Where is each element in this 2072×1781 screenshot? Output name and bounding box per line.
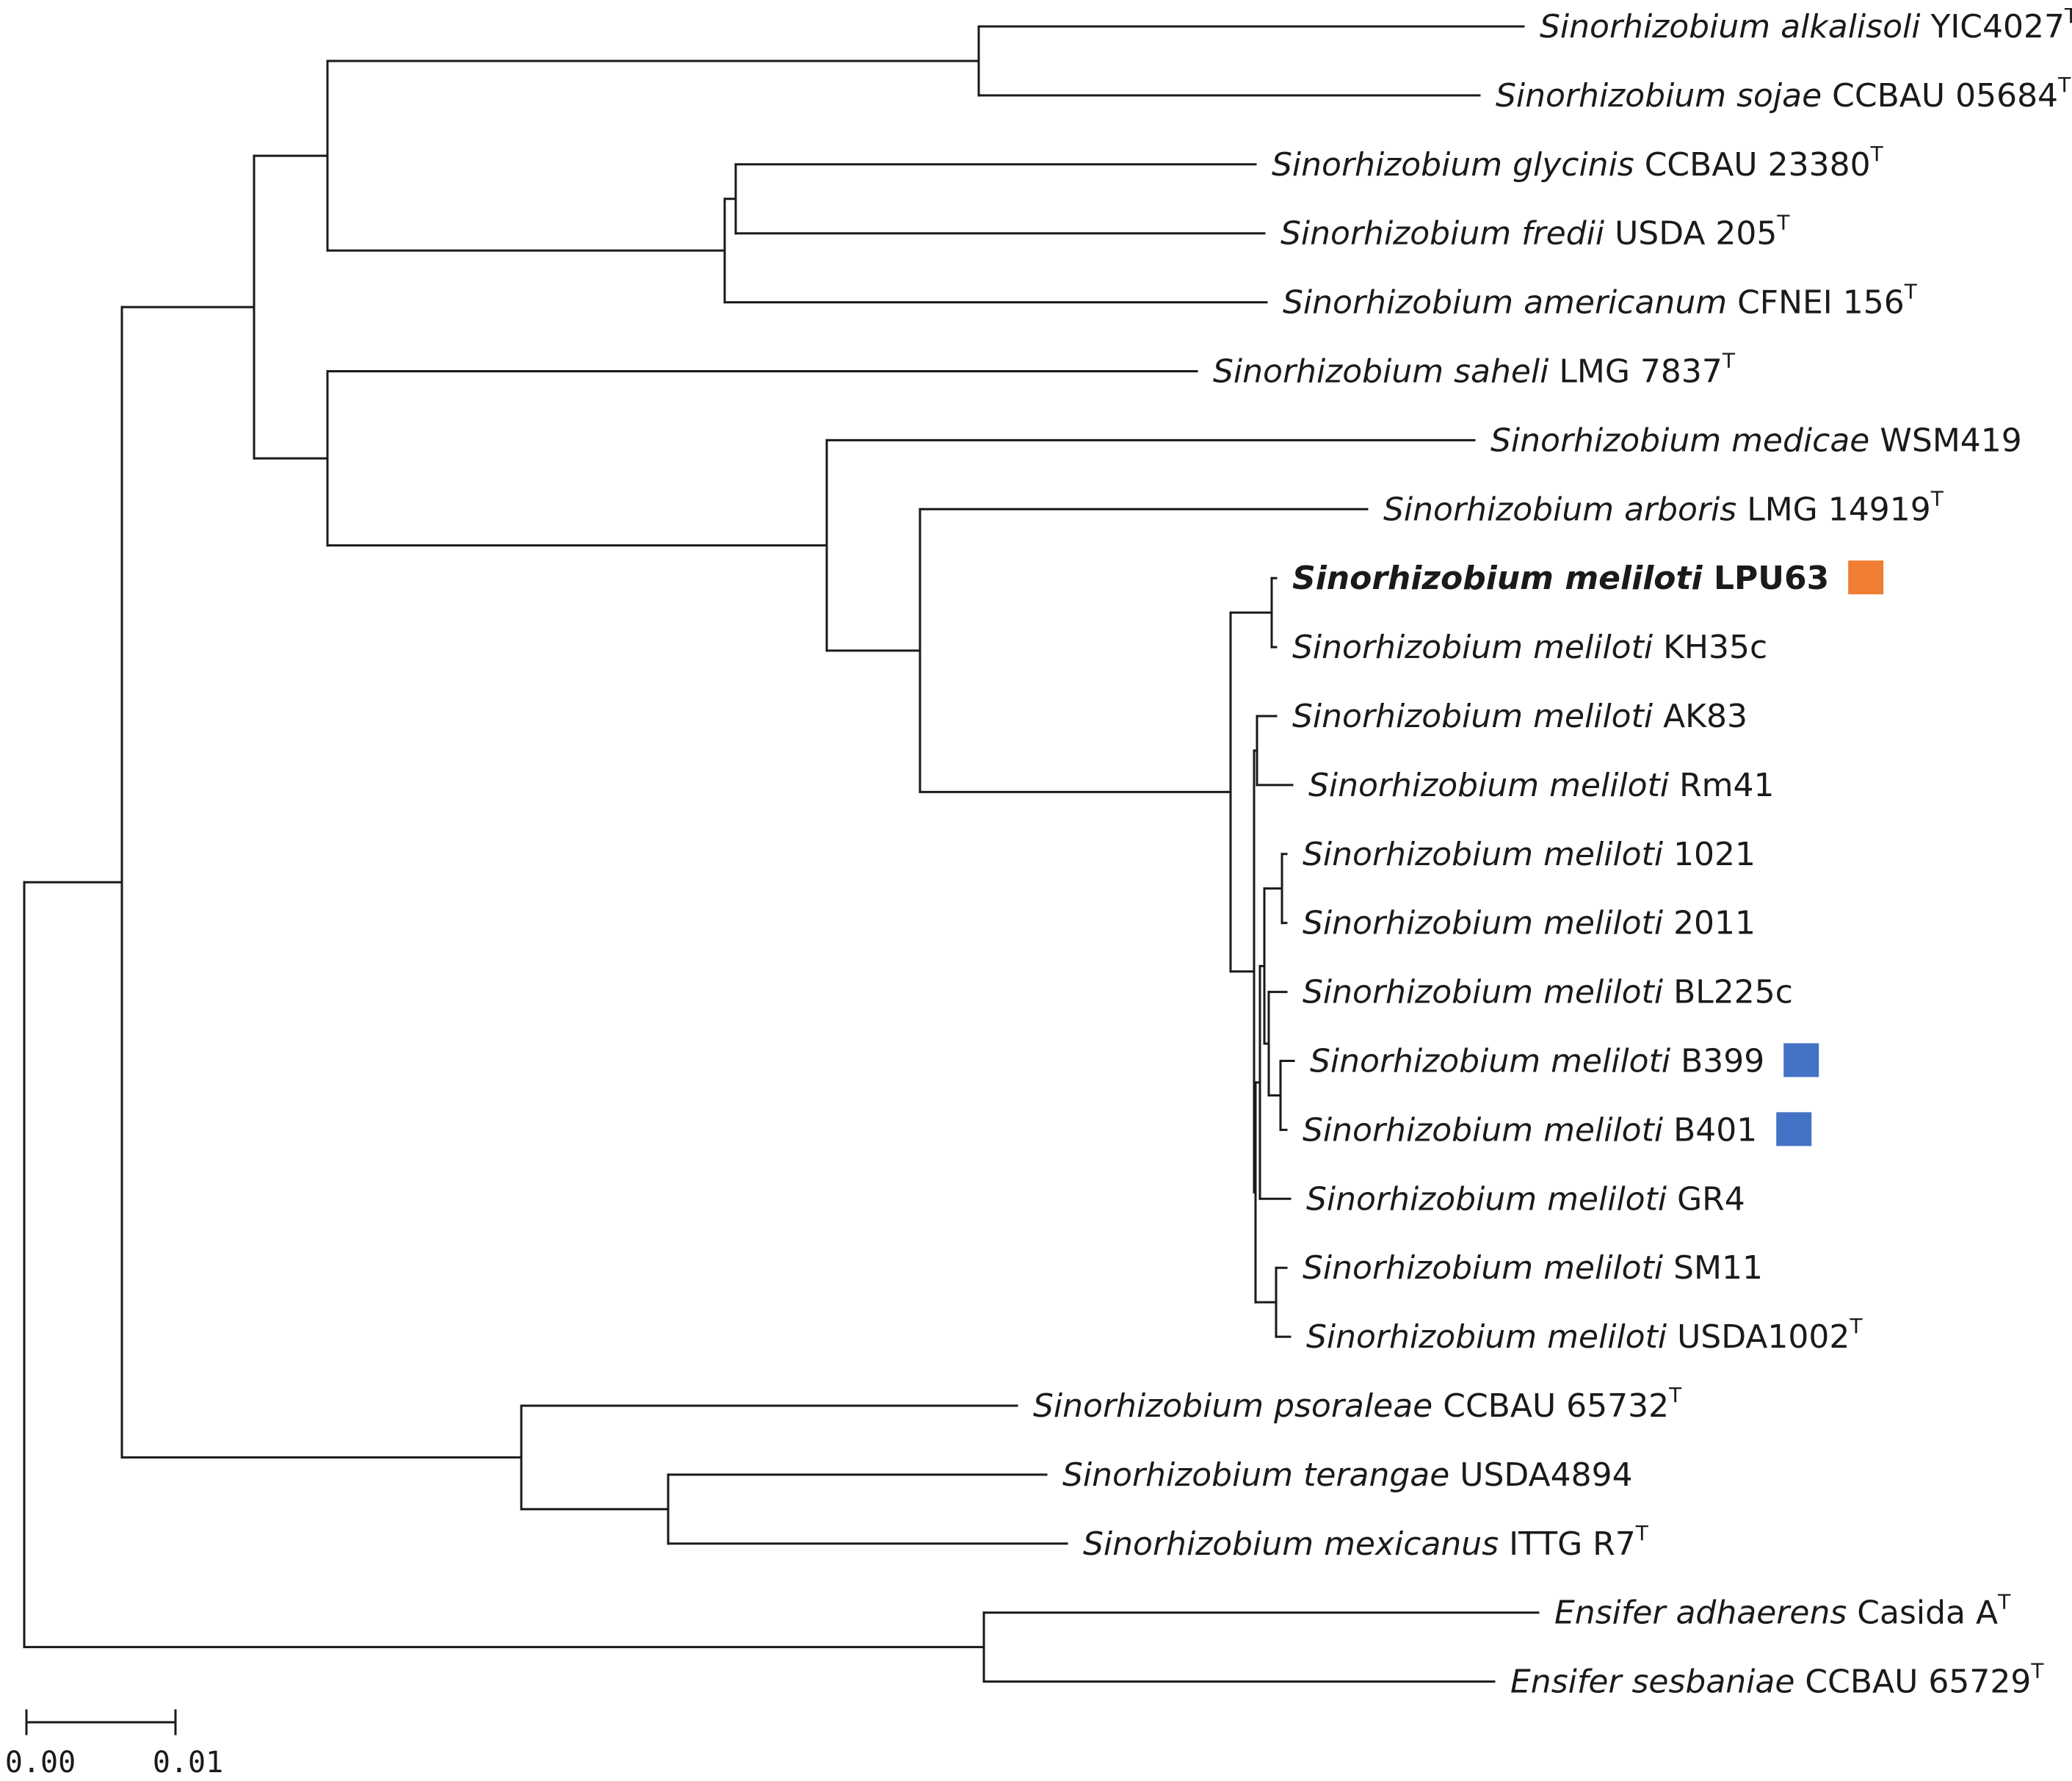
leaf-species: Sinorhizobium saheli bbox=[1213, 353, 1549, 391]
leaf-type-strain-mark: T bbox=[2030, 1659, 2044, 1683]
leaf-type-strain-mark: T bbox=[1635, 1521, 1649, 1545]
leaf-strain: ITTG R7 bbox=[1499, 1525, 1636, 1563]
leaf-label-saheli: Sinorhizobium saheli LMG 7837T bbox=[1213, 349, 1736, 391]
leaf-species: Ensifer sesbaniae bbox=[1510, 1663, 1794, 1701]
leaf-strain: SM11 bbox=[1663, 1249, 1763, 1287]
leaf-type-strain-mark: T bbox=[1997, 1590, 2011, 1614]
leaf-strain: LMG 7837 bbox=[1548, 353, 1723, 391]
leaf-label-terangae: Sinorhizobium terangae USDA4894 bbox=[1062, 1456, 1633, 1494]
leaf-type-strain-mark: T bbox=[1668, 1383, 1682, 1407]
leaf-species: Sinorhizobium alkalisoli bbox=[1540, 8, 1921, 46]
leaf-strain: YIC4027 bbox=[1920, 8, 2065, 46]
leaf-species: Sinorhizobium sojae bbox=[1496, 77, 1822, 115]
leaf-type-strain-mark: T bbox=[1870, 142, 1884, 166]
leaf-label-usda1002: Sinorhizobium meliloti USDA1002T bbox=[1306, 1314, 1863, 1356]
leaf-species: Sinorhizobium meliloti bbox=[1303, 836, 1664, 873]
leaf-species: Sinorhizobium meliloti bbox=[1292, 698, 1653, 735]
leaf-strain: AK83 bbox=[1653, 698, 1747, 735]
scale-bar: 0.00 0.01 bbox=[5, 1709, 223, 1780]
leaf-species: Sinorhizobium psoraleae bbox=[1033, 1387, 1432, 1425]
leaf-species: Sinorhizobium meliloti bbox=[1303, 905, 1664, 942]
leaf-strain: USDA4894 bbox=[1449, 1456, 1632, 1494]
leaf-species: Sinorhizobium meliloti bbox=[1303, 1249, 1664, 1287]
leaf-strain: B401 bbox=[1663, 1111, 1757, 1149]
leaf-label-rm41: Sinorhizobium meliloti Rm41 bbox=[1308, 767, 1775, 804]
leaf-type-strain-mark: T bbox=[1930, 486, 1944, 510]
leaf-label-s1021: Sinorhizobium meliloti 1021 bbox=[1303, 836, 1756, 873]
leaf-strain: B399 bbox=[1670, 1043, 1764, 1080]
leaf-species: Sinorhizobium terangae bbox=[1062, 1456, 1449, 1494]
leaf-label-kh35c: Sinorhizobium meliloti KH35c bbox=[1292, 629, 1767, 666]
leaf-strain: KH35c bbox=[1653, 629, 1767, 666]
leaf-strain: CCBAU 65732 bbox=[1432, 1387, 1669, 1425]
leaf-label-fredii: Sinorhizobium fredii USDA 205T bbox=[1280, 211, 1790, 253]
leaf-strain: CCBAU 05684 bbox=[1822, 77, 2058, 115]
leaf-type-strain-mark: T bbox=[2057, 73, 2071, 97]
leaf-species: Sinorhizobium meliloti bbox=[1306, 1180, 1667, 1218]
leaf-label-lpu63: Sinorhizobium meliloti LPU63 bbox=[1292, 560, 1829, 597]
leaf-type-strain-mark: T bbox=[2064, 4, 2072, 28]
leaf-species: Ensifer adhaerens bbox=[1554, 1594, 1847, 1632]
leaf-label-mexicanus: Sinorhizobium mexicanus ITTG R7T bbox=[1083, 1521, 1649, 1563]
leaf-species: Sinorhizobium meliloti bbox=[1303, 1111, 1664, 1149]
leaf-type-strain-mark: T bbox=[1849, 1314, 1863, 1338]
leaf-label-sm11: Sinorhizobium meliloti SM11 bbox=[1303, 1249, 1763, 1287]
highlight-marker-lpu63 bbox=[1848, 560, 1884, 595]
leaf-type-strain-mark: T bbox=[1904, 280, 1918, 304]
leaf-strain: USDA1002 bbox=[1667, 1318, 1850, 1356]
leaf-type-strain-mark: T bbox=[1722, 349, 1736, 373]
leaf-label-psoraleae: Sinorhizobium psoraleae CCBAU 65732T bbox=[1033, 1383, 1682, 1425]
leaf-label-glycinis: Sinorhizobium glycinis CCBAU 23380T bbox=[1272, 142, 1884, 184]
leaf-species: Sinorhizobium meliloti bbox=[1292, 560, 1703, 597]
leaf-label-b399: Sinorhizobium meliloti B399 bbox=[1310, 1043, 1764, 1080]
leaf-type-strain-mark: T bbox=[1776, 211, 1790, 235]
leaf-strain: CFNEI 156 bbox=[1727, 284, 1905, 322]
leaf-strain: GR4 bbox=[1667, 1180, 1745, 1218]
leaf-strain: Rm41 bbox=[1669, 767, 1774, 804]
leaf-strain: LPU63 bbox=[1703, 560, 1830, 597]
leaf-label-alkalisoli: Sinorhizobium alkalisoli YIC4027T bbox=[1540, 4, 2072, 46]
tree-markers bbox=[1776, 560, 1884, 1146]
highlight-marker-b399 bbox=[1783, 1043, 1819, 1077]
leaf-label-bl225c: Sinorhizobium meliloti BL225c bbox=[1303, 974, 1793, 1011]
leaf-strain: USDA 205 bbox=[1604, 215, 1777, 253]
leaf-species: Sinorhizobium meliloti bbox=[1292, 629, 1653, 666]
leaf-label-ak83: Sinorhizobium meliloti AK83 bbox=[1292, 698, 1747, 735]
leaf-label-gr4: Sinorhizobium meliloti GR4 bbox=[1306, 1180, 1745, 1218]
tree-branches bbox=[23, 25, 1540, 1683]
scale-bar-label-end: 0.01 bbox=[153, 1746, 223, 1780]
leaf-species: Sinorhizobium glycinis bbox=[1272, 146, 1634, 184]
leaf-species: Sinorhizobium mexicanus bbox=[1083, 1525, 1499, 1563]
leaf-label-b401: Sinorhizobium meliloti B401 bbox=[1303, 1111, 1757, 1149]
leaf-strain: 1021 bbox=[1663, 836, 1756, 873]
leaf-strain: WSM419 bbox=[1869, 422, 2021, 459]
leaf-species: Sinorhizobium meliloti bbox=[1303, 974, 1664, 1011]
leaf-species: Sinorhizobium meliloti bbox=[1310, 1043, 1671, 1080]
leaf-species: Sinorhizobium americanum bbox=[1283, 284, 1727, 322]
leaf-strain: 2011 bbox=[1663, 905, 1756, 942]
leaf-label-s2011: Sinorhizobium meliloti 2011 bbox=[1303, 905, 1756, 942]
leaf-label-americanum: Sinorhizobium americanum CFNEI 156T bbox=[1283, 280, 1918, 322]
leaf-label-medicae: Sinorhizobium medicae WSM419 bbox=[1490, 422, 2022, 459]
leaf-species: Sinorhizobium medicae bbox=[1490, 422, 1869, 459]
leaf-label-sesbaniae: Ensifer sesbaniae CCBAU 65729T bbox=[1510, 1659, 2044, 1701]
leaf-species: Sinorhizobium arboris bbox=[1383, 491, 1736, 528]
leaf-strain: LMG 14919 bbox=[1736, 491, 1931, 528]
leaf-species: Sinorhizobium meliloti bbox=[1306, 1318, 1667, 1356]
leaf-strain: Casida A bbox=[1847, 1594, 1998, 1632]
tree-leaf-labels: Sinorhizobium alkalisoli YIC4027TSinorhi… bbox=[1033, 4, 2072, 1701]
leaf-species: Sinorhizobium meliloti bbox=[1308, 767, 1670, 804]
leaf-label-sojae: Sinorhizobium sojae CCBAU 05684T bbox=[1496, 73, 2071, 115]
leaf-label-adhaerens: Ensifer adhaerens Casida AT bbox=[1554, 1590, 2011, 1632]
scale-bar-label-start: 0.00 bbox=[5, 1746, 76, 1780]
leaf-strain: BL225c bbox=[1663, 974, 1793, 1011]
leaf-label-arboris: Sinorhizobium arboris LMG 14919T bbox=[1383, 486, 1944, 528]
leaf-species: Sinorhizobium fredii bbox=[1280, 215, 1605, 253]
leaf-strain: CCBAU 23380 bbox=[1634, 146, 1871, 184]
highlight-marker-b401 bbox=[1776, 1112, 1812, 1146]
leaf-strain: CCBAU 65729 bbox=[1794, 1663, 2031, 1701]
